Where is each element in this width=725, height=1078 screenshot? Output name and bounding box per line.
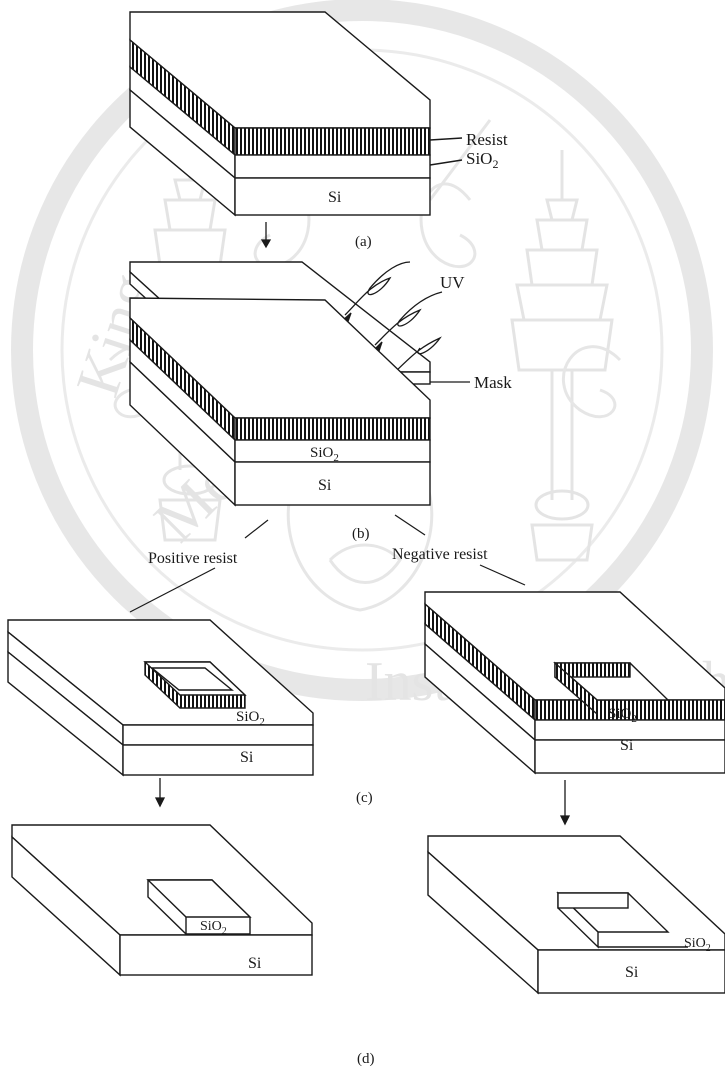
label-si-d-left: Si — [248, 955, 262, 972]
stage-a-wafer — [130, 12, 462, 215]
stage-c-positive — [8, 620, 313, 775]
label-mask: Mask — [474, 373, 512, 392]
label-uv: UV — [440, 273, 465, 292]
stage-c-negative — [425, 592, 725, 773]
label-resist: Resist — [466, 130, 508, 149]
stage-d-positive — [12, 825, 312, 975]
step-label-a: (a) — [355, 234, 372, 250]
step-label-b: (b) — [352, 526, 370, 542]
label-si-c-left: Si — [240, 749, 254, 766]
label-si-c-right: Si — [620, 737, 634, 754]
stage-d-negative — [428, 836, 725, 993]
step-label-d: (d) — [357, 1051, 375, 1067]
label-sio2-a: SiO2 — [466, 149, 498, 171]
label-negative-resist: Negative resist — [392, 546, 488, 563]
label-si-b: Si — [318, 477, 332, 494]
label-si-d-right: Si — [625, 964, 639, 981]
label-positive-resist: Positive resist — [148, 550, 238, 567]
label-si-a: Si — [328, 189, 342, 206]
step-label-c: (c) — [356, 790, 373, 806]
watermark-pagoda-right — [512, 150, 612, 560]
